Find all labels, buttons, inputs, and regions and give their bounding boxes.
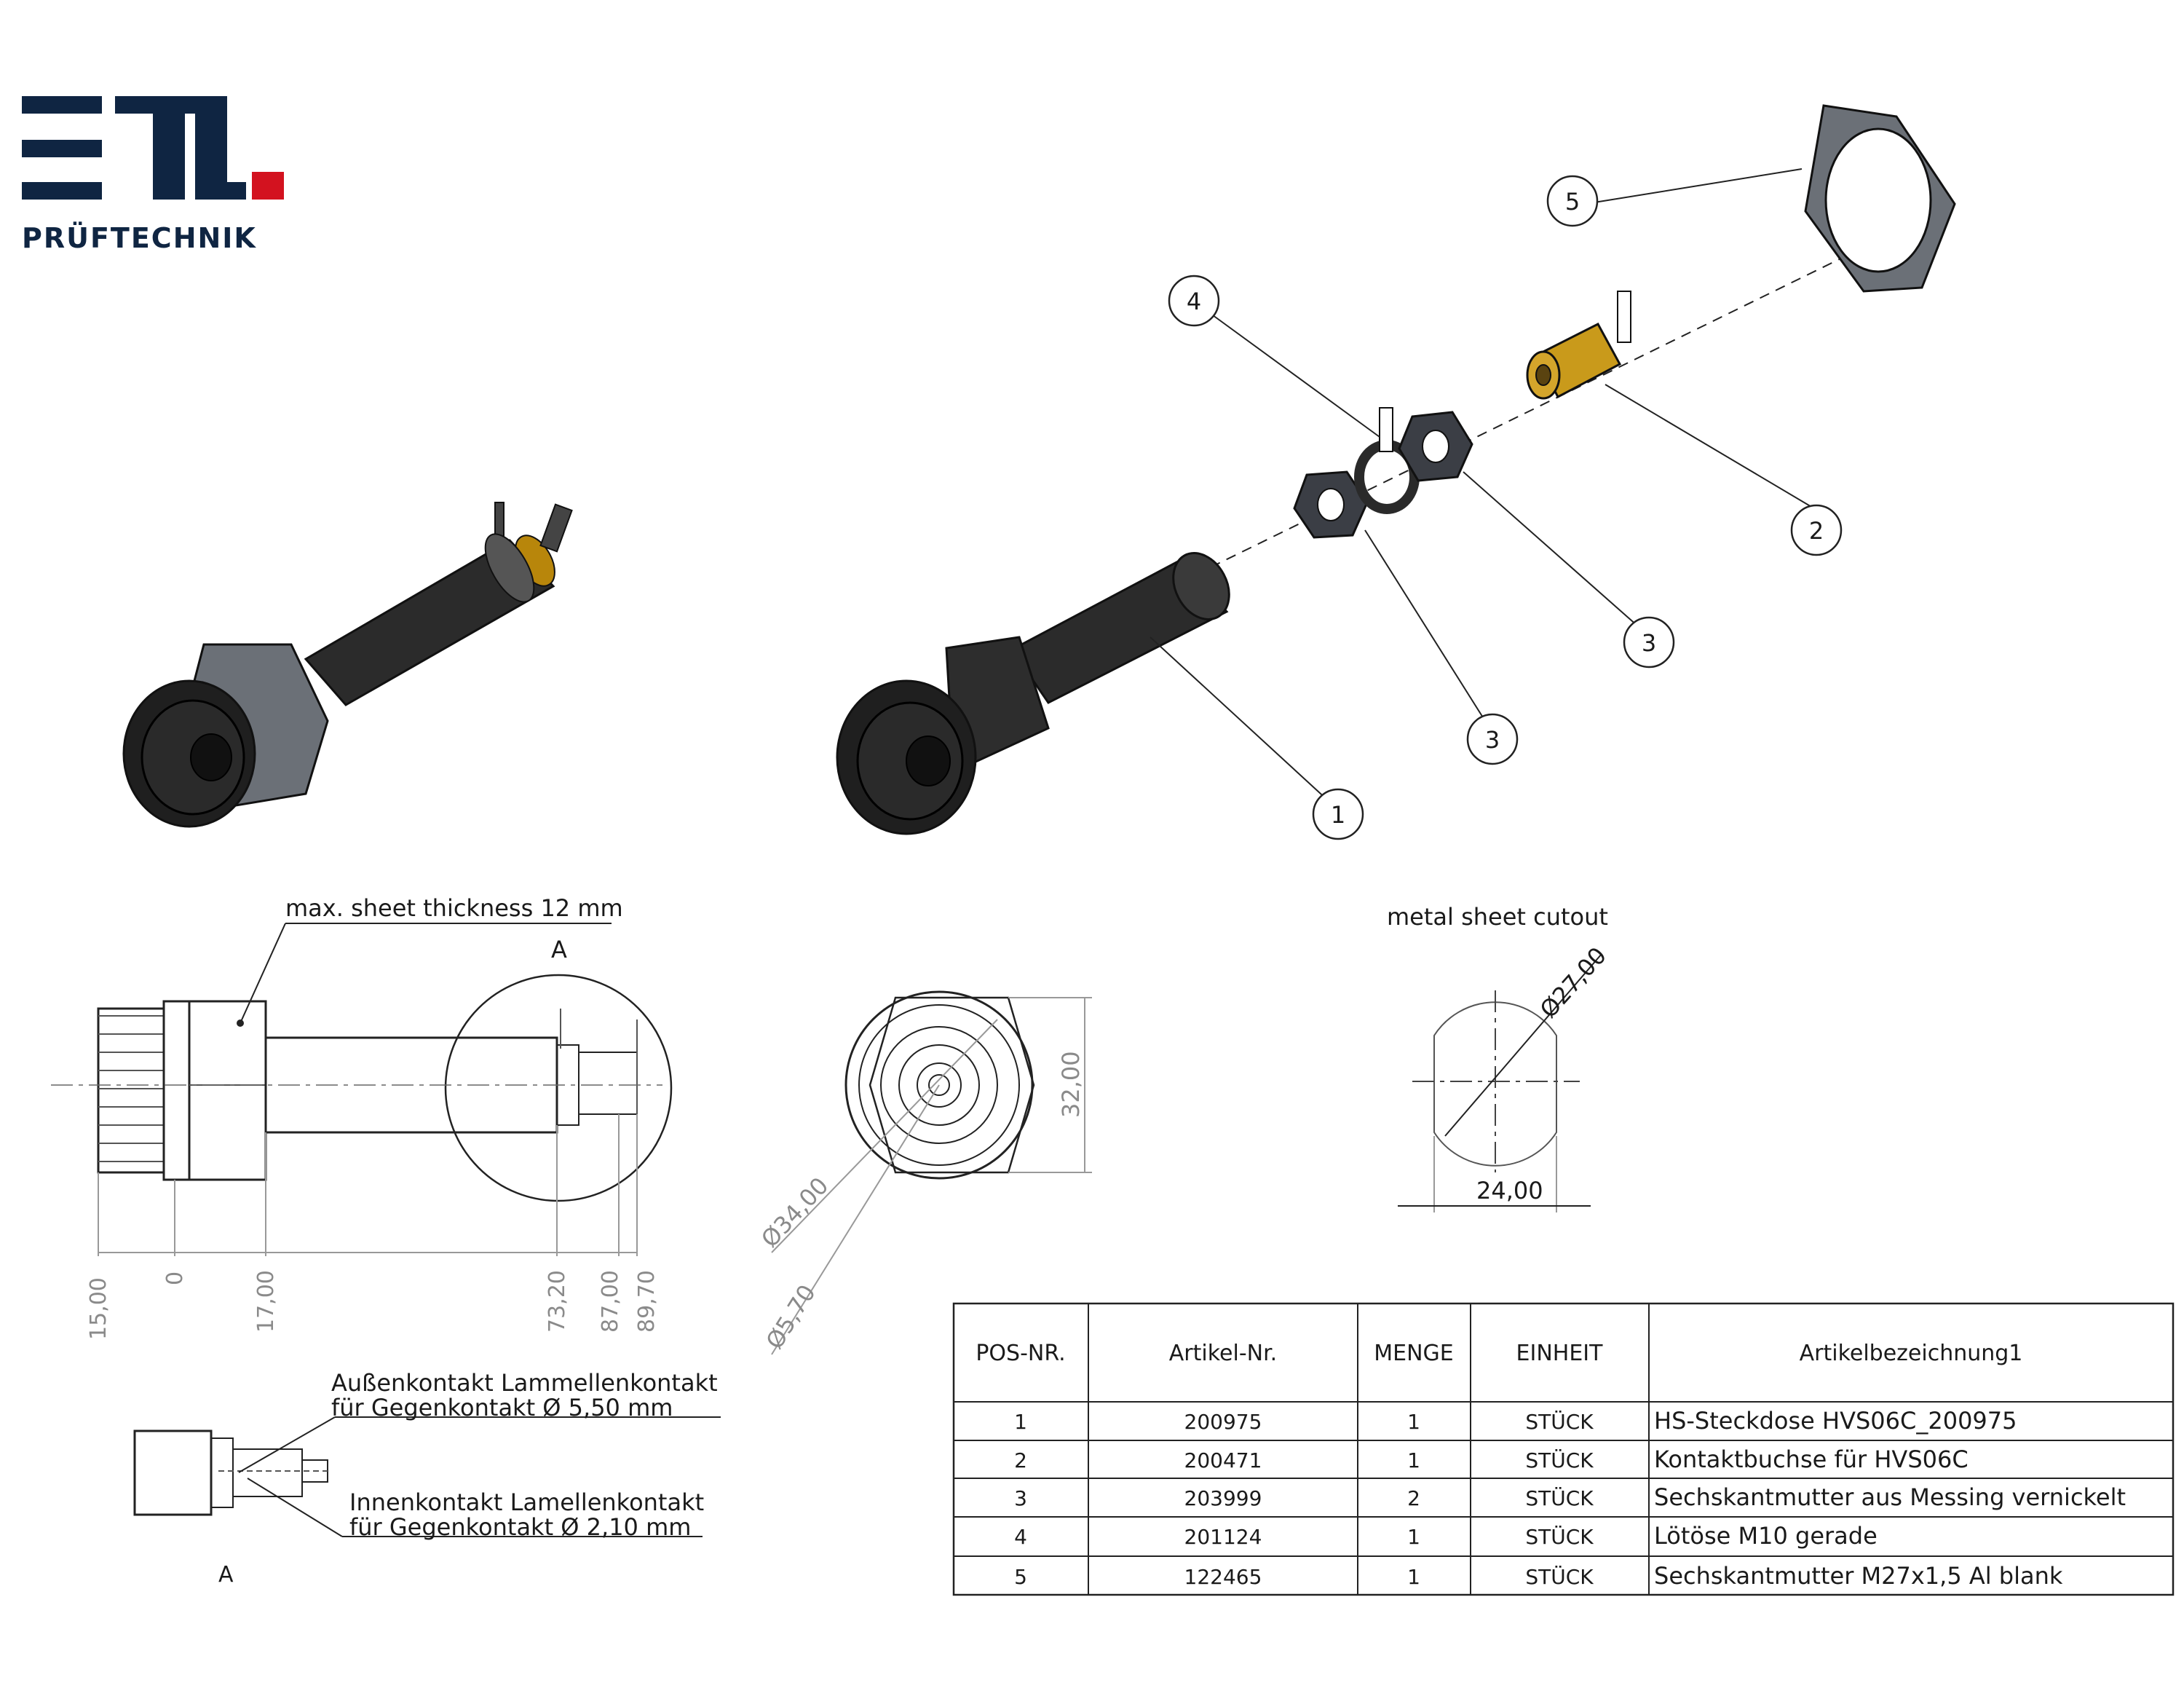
bom-cell-r4-c5: Lötöse M10 gerade [1654, 1522, 1878, 1550]
bom-cell-r1-c5: HS-Steckdose HVS06C_200975 [1654, 1407, 2017, 1435]
svg-text:17,00: 17,00 [253, 1270, 279, 1333]
balloon-5: 5 [1546, 175, 1599, 227]
bom-cell-r3-c2: 203999 [1184, 1486, 1262, 1510]
svg-text:2: 2 [1809, 517, 1824, 545]
svg-text:3: 3 [1642, 629, 1656, 657]
svg-text:87,00: 87,00 [598, 1270, 623, 1333]
balloon-3b: 3 [1623, 616, 1675, 669]
svg-text:Ø5,70: Ø5,70 [761, 1279, 821, 1354]
svg-text:Innenkontakt Lamellenkontakt: Innenkontakt Lamellenkontakt [349, 1488, 704, 1516]
svg-text:4: 4 [1187, 288, 1201, 315]
bom-cell-r4-c1: 4 [1014, 1525, 1027, 1549]
cutout-title: metal sheet cutout [1387, 903, 1608, 931]
bom-cell-r2-c3: 1 [1407, 1448, 1420, 1472]
logo-red-square [252, 172, 284, 200]
bom-cell-r1-c3: 1 [1407, 1410, 1420, 1434]
exploded-view [836, 104, 1956, 835]
bom-cell-r2-c5: Kontaktbuchse für HVS06C [1654, 1446, 1969, 1473]
front-view: 32,00 Ø34,00 Ø5,70 [756, 990, 1092, 1355]
bom-cell-r3-c3: 2 [1407, 1486, 1420, 1510]
svg-text:73,20: 73,20 [545, 1270, 570, 1333]
bom-cell-r5-c1: 5 [1014, 1565, 1027, 1589]
balloon-4: 4 [1168, 275, 1220, 327]
svg-text:Artikelbezeichnung1: Artikelbezeichnung1 [1800, 1341, 2023, 1366]
bom-cell-r2-c4: STÜCK [1525, 1448, 1594, 1472]
balloon-3a: 3 [1466, 713, 1519, 765]
svg-text:89,70: 89,70 [634, 1270, 660, 1333]
assembled-view [122, 502, 573, 828]
balloon-1: 1 [1312, 788, 1364, 840]
sheet-thickness-note: max. sheet thickness 12 mm [285, 894, 623, 922]
svg-text:Artikel-Nr.: Artikel-Nr. [1169, 1341, 1277, 1366]
svg-text:Außenkontakt Lammellenkontakt: Außenkontakt Lammellenkontakt [331, 1369, 718, 1397]
balloon-2: 2 [1790, 504, 1843, 556]
detail-a-label-top: A [551, 936, 567, 963]
bom-cell-r1-c4: STÜCK [1525, 1409, 1594, 1434]
bom-cell-r2-c2: 200471 [1184, 1448, 1262, 1472]
svg-text:3: 3 [1485, 726, 1500, 754]
bom-cell-r5-c4: STÜCK [1525, 1564, 1594, 1589]
bom-cell-r3-c1: 3 [1014, 1486, 1027, 1510]
detail-a-view: Außenkontakt Lammellenkontakt für Gegenk… [133, 1369, 721, 1588]
svg-text:Ø27,00: Ø27,00 [1535, 942, 1612, 1023]
bom-cell-r2-c1: 2 [1014, 1448, 1027, 1472]
svg-text:POS-NR.: POS-NR. [976, 1341, 1065, 1366]
bom-cell-r3-c5: Sechskantmutter aus Messing vernickelt [1654, 1483, 2126, 1511]
svg-text:1: 1 [1331, 801, 1345, 829]
bom-cell-r4-c2: 201124 [1184, 1525, 1262, 1549]
svg-text:15,00: 15,00 [86, 1277, 111, 1340]
bom-cell-r5-c2: 122465 [1184, 1565, 1262, 1589]
logo-subtitle: PRÜFTECHNIK [22, 222, 257, 254]
svg-text:5: 5 [1565, 188, 1580, 216]
svg-text:MENGE: MENGE [1374, 1341, 1453, 1366]
svg-text:für Gegenkontakt Ø 2,10 mm: für Gegenkontakt Ø 2,10 mm [349, 1513, 691, 1541]
bom-cell-r3-c4: STÜCK [1525, 1486, 1594, 1510]
svg-text:0: 0 [162, 1271, 188, 1285]
bom-cell-r5-c5: Sechskantmutter M27x1,5 Al blank [1654, 1562, 2063, 1590]
svg-text:EINHEIT: EINHEIT [1516, 1341, 1604, 1366]
bom-cell-r5-c3: 1 [1407, 1565, 1420, 1589]
bom-cell-r1-c1: 1 [1014, 1410, 1027, 1434]
balloon-callouts: 1 2 3 3 4 5 [1150, 168, 1843, 840]
side-view: max. sheet thickness 12 mm A 15,00 0 17,… [51, 894, 673, 1340]
company-logo: PRÜFTECHNIK [22, 96, 284, 254]
svg-text:für Gegenkontakt Ø 5,50 mm: für Gegenkontakt Ø 5,50 mm [331, 1394, 673, 1421]
detail-a-label-bottom: A [218, 1562, 234, 1588]
bom-cell-r1-c2: 200975 [1184, 1410, 1262, 1434]
bom-cell-r4-c4: STÜCK [1525, 1524, 1594, 1549]
cutout-view: metal sheet cutout Ø27,00 24,00 [1387, 903, 1612, 1212]
bom-table: POS-NR. Artikel-Nr. MENGE EINHEIT Artike… [952, 1302, 2175, 1596]
svg-text:Ø34,00: Ø34,00 [756, 1172, 834, 1253]
bom-cell-r4-c3: 1 [1407, 1525, 1420, 1549]
svg-text:24,00: 24,00 [1476, 1177, 1543, 1204]
svg-text:32,00: 32,00 [1057, 1051, 1085, 1118]
